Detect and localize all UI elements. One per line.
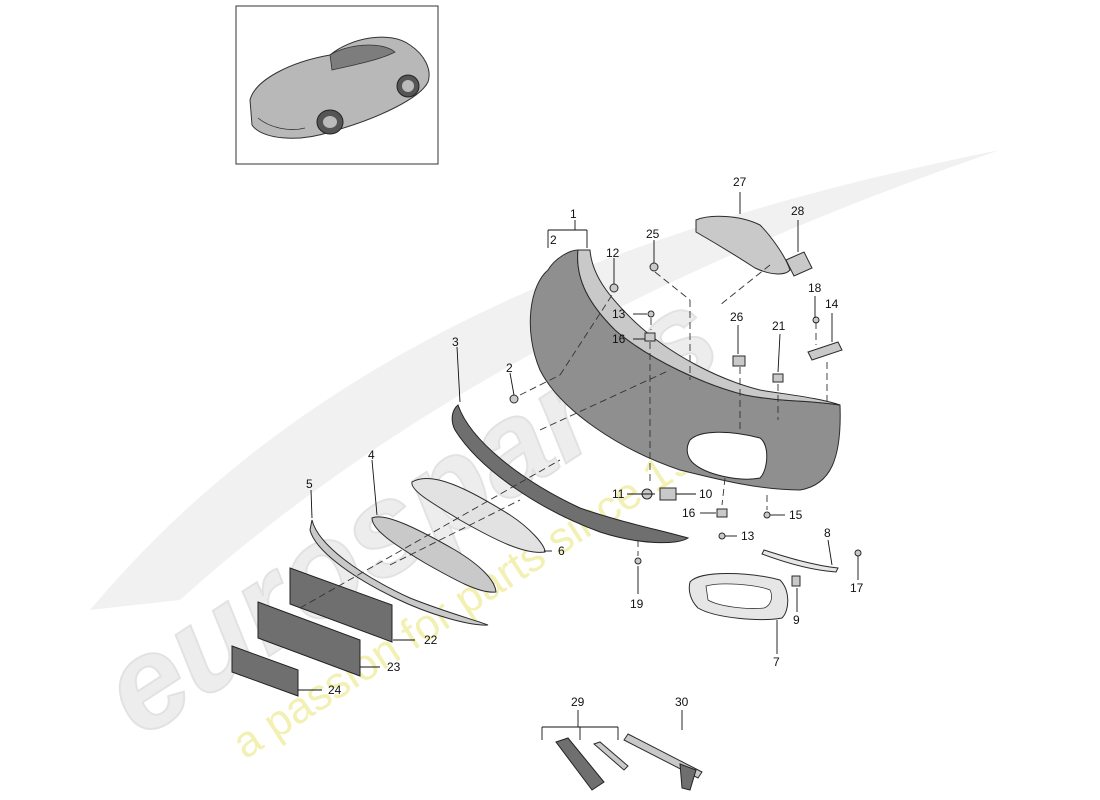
part-numbers: 1 2 12 25 13 16 3 2 4 5 6 22 23 24 27 28… — [306, 175, 864, 709]
air-duct-27 — [695, 215, 791, 275]
label-part-30: 30 — [675, 695, 689, 709]
label-part-16-upper: 16 — [612, 332, 626, 346]
adhesive-kit-29 — [555, 737, 629, 791]
trim-strip-4 — [371, 516, 497, 593]
screw-19 — [634, 557, 642, 565]
plate-panel-23 — [257, 601, 361, 677]
label-part-27: 27 — [733, 175, 747, 189]
label-part-11: 11 — [612, 487, 625, 501]
clip-16-upper — [644, 332, 656, 342]
application-gun-30 — [623, 733, 703, 791]
label-part-1: 1 — [570, 207, 577, 221]
label-part-3: 3 — [452, 335, 459, 349]
bolt-2 — [509, 394, 519, 404]
label-part-16-lower: 16 — [682, 506, 696, 520]
bracket-28 — [785, 251, 813, 277]
leader-lines — [298, 192, 859, 740]
clip-21 — [772, 373, 784, 383]
label-part-25: 25 — [646, 227, 660, 241]
car-illustration — [249, 36, 430, 139]
adhesive-nozzle — [593, 741, 629, 771]
label-part-28: 28 — [791, 204, 805, 218]
label-part-18: 18 — [808, 281, 822, 295]
label-part-15: 15 — [789, 508, 803, 522]
watermark: eurospares a passion for parts since 198… — [75, 150, 1000, 768]
label-part-2-top: 2 — [550, 233, 557, 247]
label-part-12: 12 — [606, 246, 620, 260]
fasteners — [509, 262, 862, 587]
bumper-cover-intake — [686, 431, 768, 480]
label-part-10: 10 — [699, 487, 713, 501]
bumper-cover — [529, 249, 841, 491]
screw-25 — [649, 262, 659, 272]
plate-panel-22 — [289, 567, 393, 643]
nut-13-upper — [647, 310, 655, 318]
bumper-cover-top — [577, 249, 841, 406]
assembly-lines — [299, 264, 828, 609]
clip-26 — [732, 355, 746, 367]
gun-handle — [679, 763, 697, 791]
label-part-24: 24 — [328, 683, 342, 697]
grille-frame-6 — [411, 477, 546, 553]
clip-16-lower — [716, 508, 728, 518]
label-part-26: 26 — [730, 310, 744, 324]
label-part-14: 14 — [825, 297, 839, 311]
nut-13-lower — [718, 532, 726, 540]
car-thumbnail — [235, 5, 439, 165]
label-part-22: 22 — [424, 633, 438, 647]
fog-light-opening — [705, 583, 772, 609]
label-part-6: 6 — [558, 544, 565, 558]
mounting-strip-14 — [807, 341, 843, 361]
screw-15 — [763, 511, 771, 519]
label-part-21: 21 — [772, 319, 786, 333]
label-part-23: 23 — [387, 660, 401, 674]
label-part-2: 2 — [506, 361, 513, 375]
plate-panel-24 — [231, 645, 299, 697]
screw-17 — [854, 549, 862, 557]
label-part-17: 17 — [850, 581, 864, 595]
label-part-19: 19 — [630, 597, 644, 611]
clip-9 — [791, 575, 801, 587]
adhesive-tube — [555, 737, 605, 791]
watermark-swoosh — [90, 150, 1000, 610]
label-part-4: 4 — [368, 448, 375, 462]
trim-8 — [761, 549, 839, 573]
label-part-29: 29 — [571, 695, 585, 709]
label-part-9: 9 — [793, 613, 800, 627]
label-part-13-upper: 13 — [612, 307, 626, 321]
bumper-carrier-3 — [451, 404, 690, 544]
clip-12 — [609, 283, 619, 293]
label-part-13-lower: 13 — [741, 529, 755, 543]
sensor-10 — [659, 487, 677, 501]
label-part-8: 8 — [824, 526, 831, 540]
label-part-5: 5 — [306, 477, 313, 491]
label-part-7: 7 — [773, 655, 780, 669]
trim-5 — [309, 519, 489, 626]
